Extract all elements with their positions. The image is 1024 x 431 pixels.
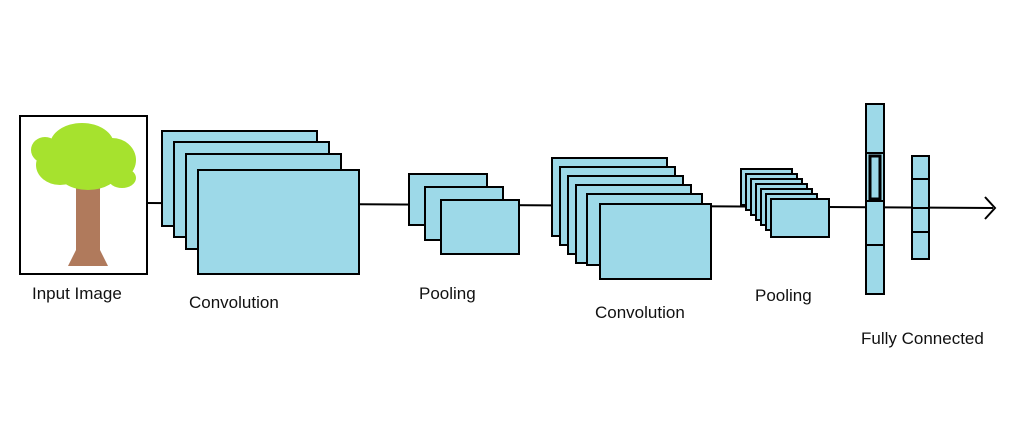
pool2-stack	[740, 168, 830, 238]
label-fully-connected: Fully Connected	[861, 329, 984, 348]
conv2-stack	[551, 157, 712, 280]
label-input-image: Input Image	[32, 284, 122, 303]
fc-layer-1	[865, 103, 885, 295]
pool1-stack	[408, 173, 520, 255]
conv1-stack	[161, 130, 360, 275]
label-pool2: Pooling	[755, 286, 812, 305]
fc-layer-2	[911, 155, 930, 260]
label-conv1: Convolution	[189, 293, 279, 312]
arrow-right-icon	[984, 196, 997, 220]
label-conv2: Convolution	[595, 303, 685, 322]
label-pool1: Pooling	[419, 284, 476, 303]
input-image	[19, 115, 148, 275]
tree-icon	[31, 123, 136, 266]
